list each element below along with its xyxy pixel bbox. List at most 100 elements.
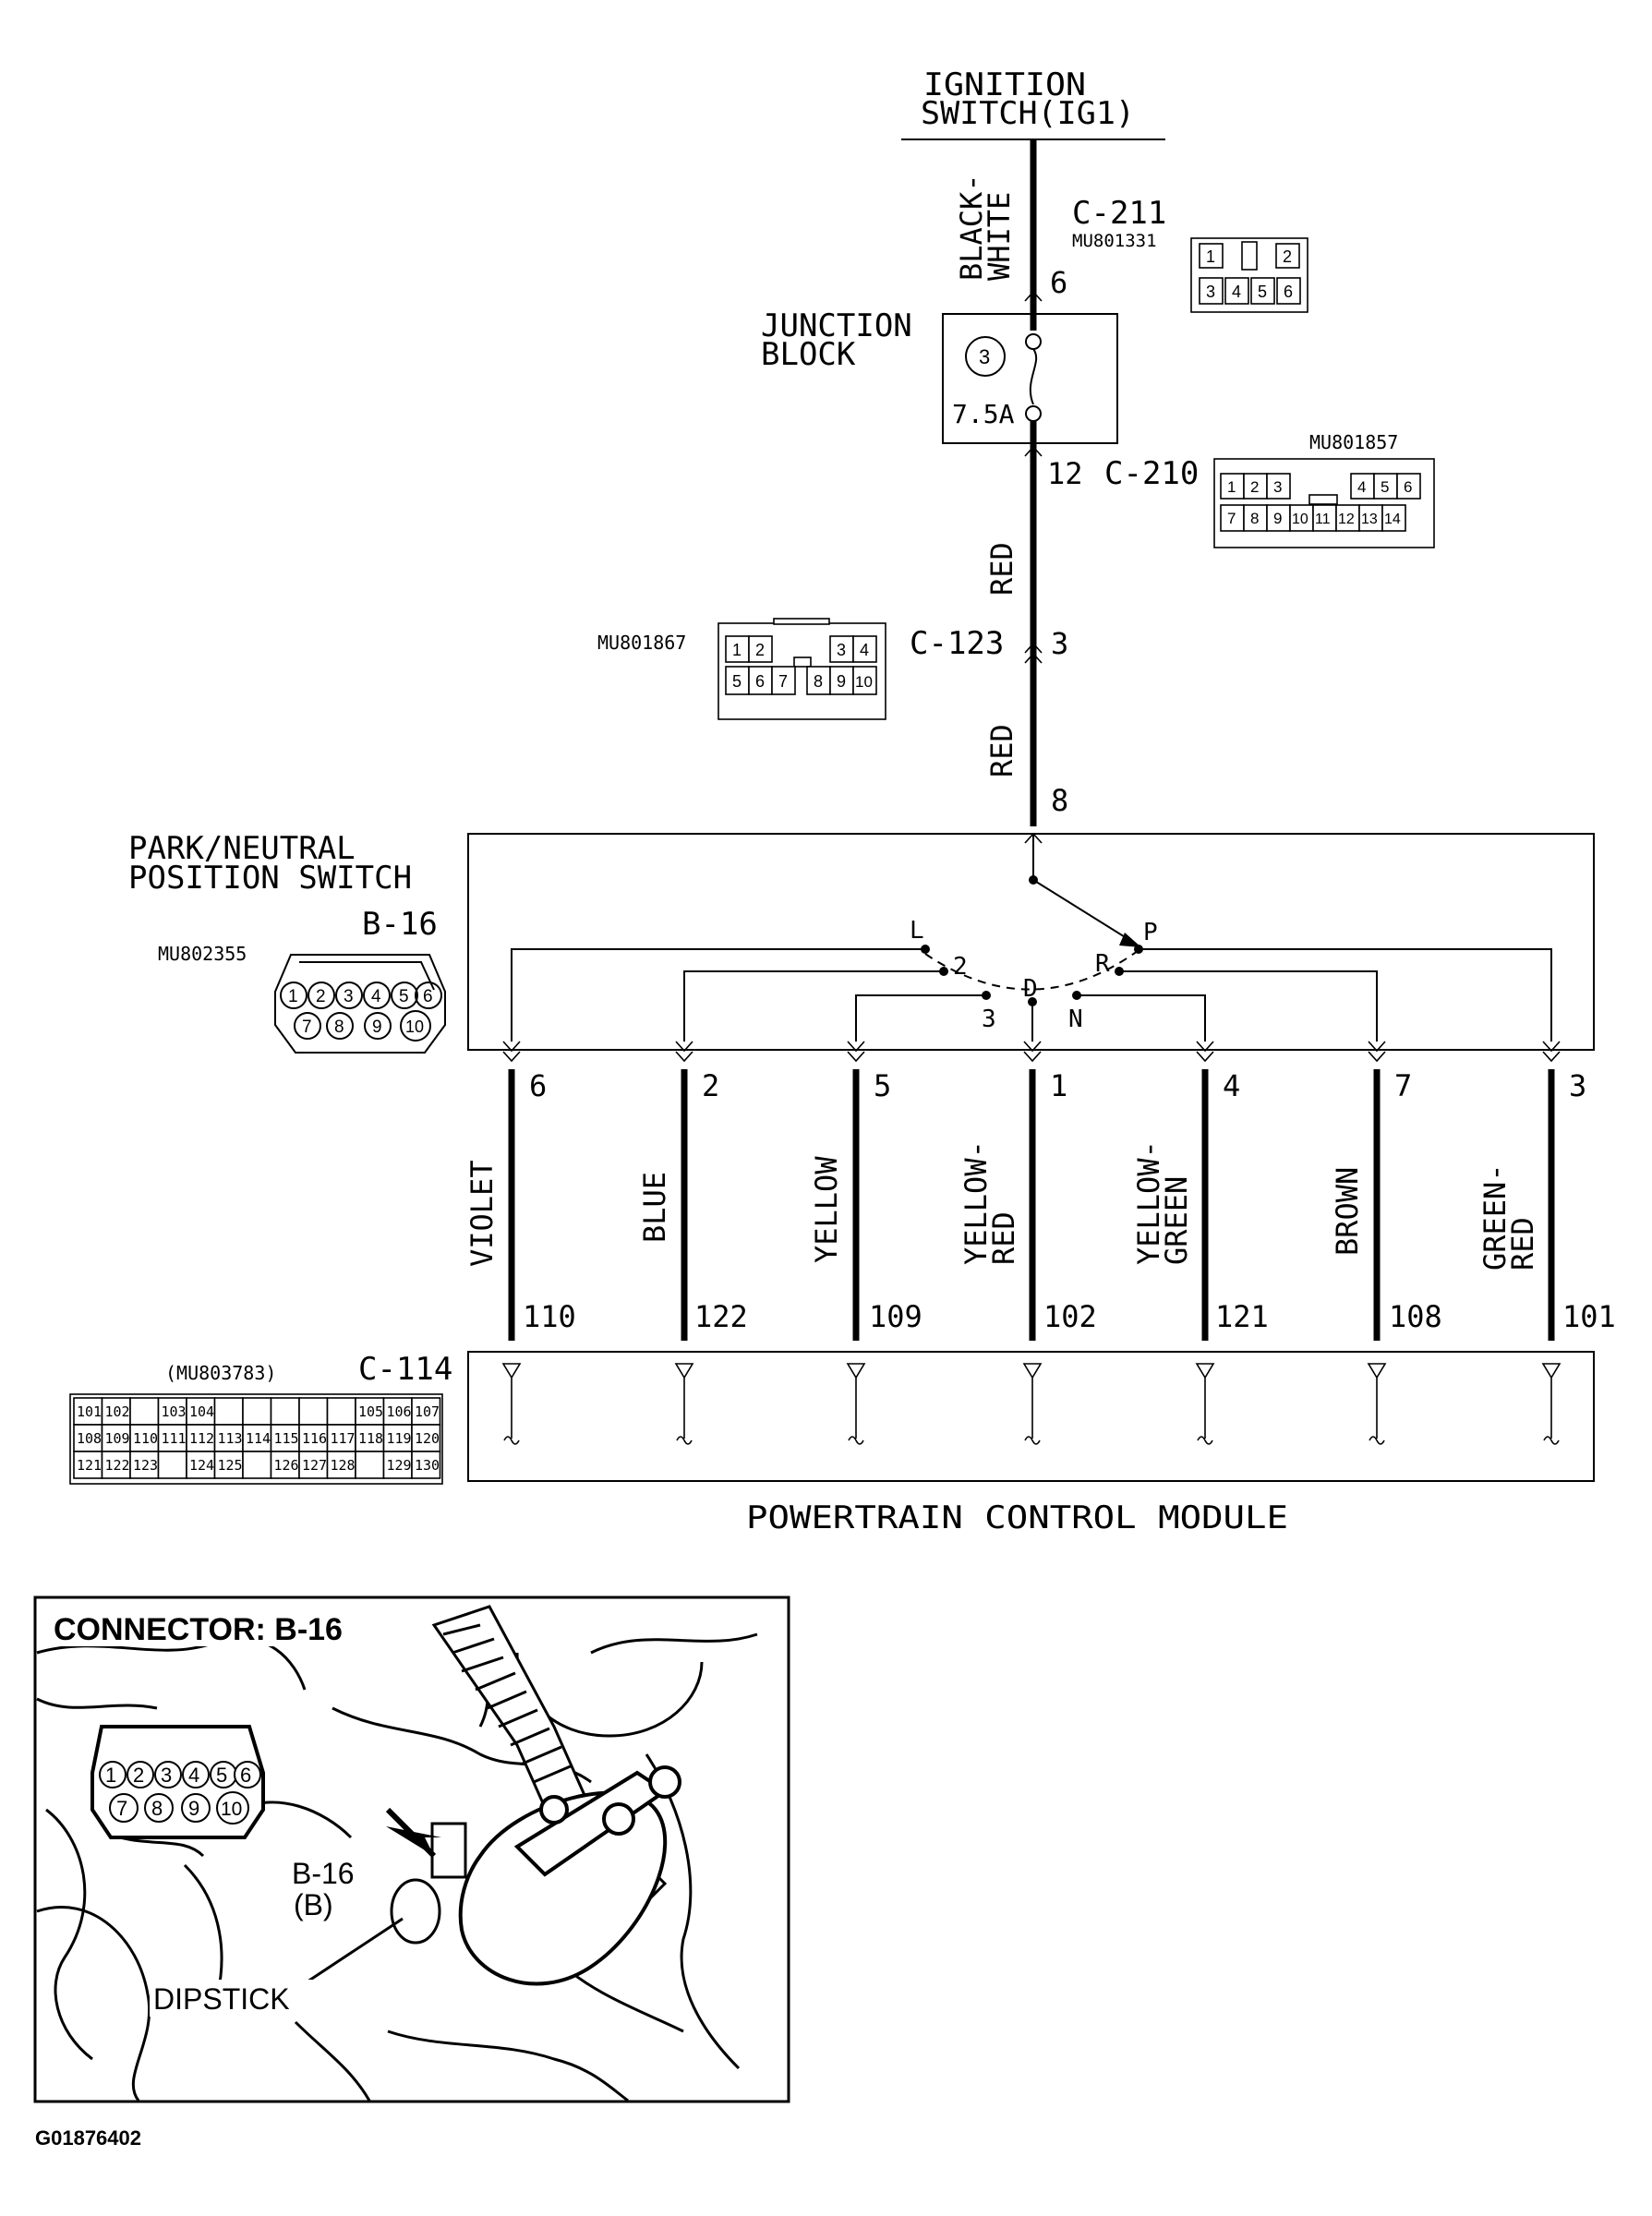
svg-text:4: 4 [371, 987, 381, 1006]
svg-text:5: 5 [1258, 283, 1267, 301]
c114-pin-121: 121 [77, 1457, 102, 1474]
svg-text:9: 9 [1273, 510, 1282, 527]
switch-position-labels: L 2 3 D N R P [910, 917, 1158, 1033]
ignition-line2: SWITCH(IG1) [921, 95, 1135, 132]
b16-part: MU802355 [158, 943, 247, 965]
svg-text:8: 8 [1250, 510, 1259, 527]
svg-text:5: 5 [216, 1764, 227, 1787]
c211-name: C-211 [1072, 195, 1166, 232]
c114-pin-128: 128 [331, 1457, 356, 1474]
svg-text:3: 3 [344, 987, 354, 1006]
pos-N: N [1068, 1006, 1083, 1033]
c114-pin-124: 124 [189, 1457, 214, 1474]
c114-pin-126: 126 [274, 1457, 299, 1474]
svg-text:5: 5 [1381, 478, 1389, 496]
svg-text:10: 10 [1292, 512, 1308, 527]
svg-text:2: 2 [1250, 478, 1259, 496]
svg-text:109: 109 [869, 1299, 922, 1334]
svg-text:1: 1 [288, 987, 298, 1006]
c114-cell-blank [157, 1451, 187, 1479]
c123-pin: 3 [1051, 626, 1068, 661]
svg-text:10: 10 [855, 673, 873, 691]
svg-text:5: 5 [399, 987, 409, 1006]
c114-pin-127: 127 [302, 1457, 327, 1474]
svg-text:3: 3 [161, 1764, 172, 1787]
pos-R: R [1095, 950, 1110, 978]
c114-cell-124 [186, 1451, 216, 1479]
c114-cell-114 [242, 1424, 272, 1452]
svg-text:9: 9 [372, 1018, 382, 1037]
pcm-box [467, 1351, 1595, 1482]
svg-text:2: 2 [1283, 247, 1292, 266]
c114-pin-111: 111 [162, 1430, 187, 1447]
wire-color-yellow-red-2: RED [986, 1211, 1021, 1265]
c114-pin-129: 129 [387, 1457, 412, 1474]
c114-pin-106: 106 [387, 1403, 412, 1420]
b16-connector-photo [430, 1822, 467, 1879]
c114-pin-113: 113 [218, 1430, 243, 1447]
pos-D: D [1023, 975, 1038, 1003]
svg-text:6: 6 [755, 672, 765, 691]
svg-text:7: 7 [1227, 510, 1236, 527]
svg-text:122: 122 [694, 1299, 748, 1334]
c114-pin-107: 107 [415, 1403, 440, 1420]
switch-arc [924, 947, 1142, 991]
c114-pin-123: 123 [133, 1457, 158, 1474]
connector-location-inset: 1 2 3 4 5 6 7 8 9 10 CONNECTOR: B-16 B-1… [33, 1596, 790, 2103]
wire-color-red-upper: RED [984, 542, 1019, 596]
c114-cell-128 [326, 1451, 356, 1479]
c114-pin-116: 116 [302, 1430, 327, 1447]
svg-text:101: 101 [1562, 1299, 1616, 1334]
wire-color-green-red-2: RED [1505, 1217, 1540, 1271]
inset-callout-b: (B) [294, 1888, 333, 1921]
fuse-terminal-top [1025, 333, 1042, 350]
svg-text:WHITE: WHITE [982, 192, 1017, 281]
figure-id: G01876402 [35, 2126, 141, 2150]
svg-text:108: 108 [1389, 1299, 1442, 1334]
svg-text:12: 12 [1338, 512, 1355, 527]
c114-pin-105: 105 [358, 1403, 383, 1420]
svg-text:9: 9 [188, 1797, 199, 1820]
switch-box [467, 833, 1595, 1051]
c123-connector-face: 1 2 3 4 5 6 7 8 9 10 [717, 618, 886, 720]
c114-pin-117: 117 [331, 1430, 356, 1447]
svg-text:110: 110 [523, 1299, 576, 1334]
svg-text:14: 14 [1384, 512, 1401, 527]
pcm-terminals [501, 1363, 1562, 1445]
fuse-icon [1029, 348, 1038, 405]
svg-text:3: 3 [1273, 478, 1282, 496]
c114-cell-108 [73, 1424, 103, 1452]
c114-cell-blank [355, 1451, 385, 1479]
wire-color-black-white: BLACK- WHITE [954, 174, 1017, 281]
svg-text:7: 7 [778, 672, 788, 691]
c114-part: (MU803783) [165, 1362, 276, 1384]
b16-pin-in: 8 [1051, 783, 1068, 818]
c210-name: C-210 [1104, 455, 1199, 492]
svg-text:1: 1 [1227, 478, 1236, 496]
svg-text:8: 8 [814, 672, 823, 691]
svg-text:8: 8 [334, 1018, 344, 1037]
c114-pin-122: 122 [105, 1457, 130, 1474]
svg-text:4: 4 [188, 1764, 199, 1787]
c114-cell-109 [101, 1424, 131, 1452]
pcm-label: POWERTRAIN CONTROL MODULE [746, 1499, 1288, 1536]
c114-cell-blank [326, 1397, 356, 1426]
c210-part: MU801857 [1309, 431, 1398, 453]
c211-pin: 6 [1050, 265, 1067, 300]
c114-cell-113 [213, 1424, 244, 1452]
svg-text:4: 4 [1232, 283, 1241, 301]
svg-text:9: 9 [837, 672, 846, 691]
c114-pin-119: 119 [387, 1430, 412, 1447]
svg-text:6: 6 [240, 1764, 251, 1787]
svg-text:BLACK-: BLACK- [954, 174, 989, 281]
c123-name: C-123 [910, 625, 1004, 662]
c114-cell-blank [242, 1451, 272, 1479]
svg-text:7: 7 [116, 1797, 127, 1820]
svg-text:1: 1 [1050, 1068, 1067, 1103]
c210-arrow [1024, 445, 1043, 457]
c123-arrow [1024, 642, 1043, 664]
fuse-number-circle [965, 336, 1006, 377]
pos-L: L [910, 917, 924, 945]
